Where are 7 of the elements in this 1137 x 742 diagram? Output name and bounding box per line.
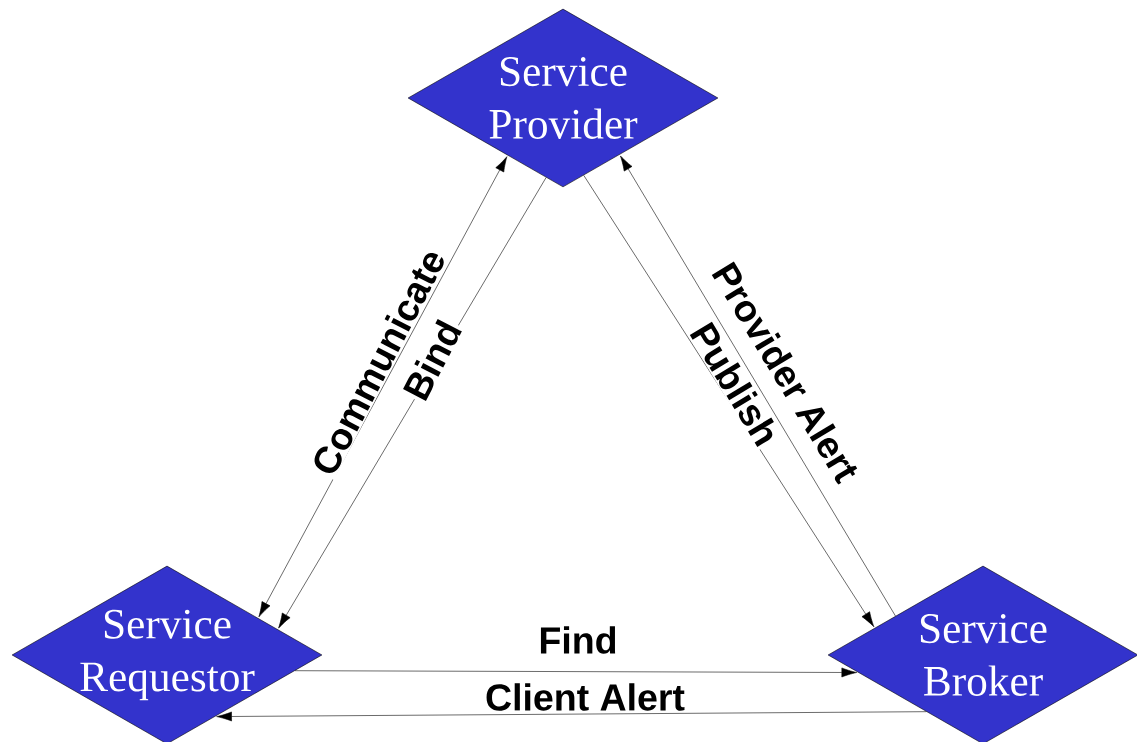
arrow <box>258 156 508 618</box>
arrow <box>216 711 927 722</box>
arrow <box>620 155 896 617</box>
edge-label: Find <box>537 625 619 655</box>
arrow <box>294 667 857 678</box>
edge-label: Client Alert <box>483 682 687 712</box>
arrow <box>583 175 875 627</box>
